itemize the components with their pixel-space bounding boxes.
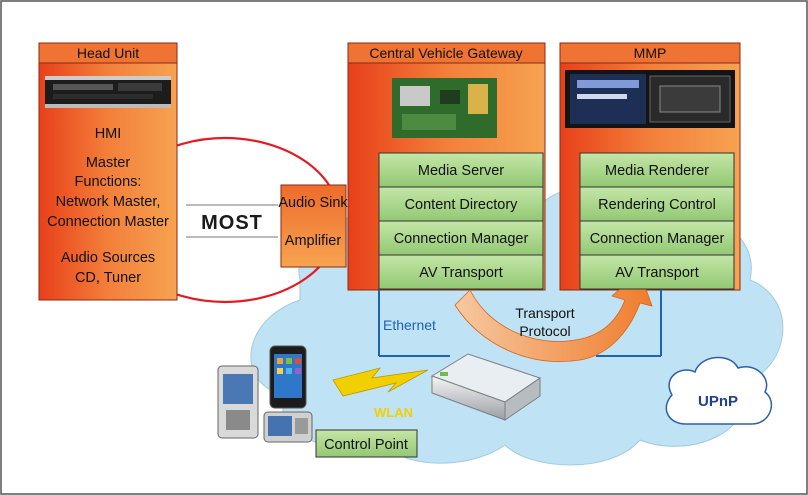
iphone <box>269 345 307 409</box>
wlan-label: WLAN <box>374 405 413 420</box>
audio-sink-label: Audio Sink <box>278 195 348 211</box>
transport-label-line2: Protocol <box>519 323 570 339</box>
nokia-phone-1 <box>217 365 259 439</box>
most-logo <box>186 204 278 238</box>
control-point-box <box>315 429 418 458</box>
head-unit-master-line1: Master <box>86 155 130 171</box>
gateway-service-label: AV Transport <box>419 265 503 281</box>
transport-label-line1: Transport <box>515 305 575 321</box>
mmp-service-box <box>579 152 735 188</box>
mmp-photo <box>565 70 735 128</box>
head-unit-master-line2: Functions: <box>75 174 142 190</box>
gateway-board-photo <box>392 78 497 138</box>
most-logo-text: MOST <box>201 212 263 234</box>
head-unit-master-line3: Network Master, <box>56 194 161 210</box>
mmp-service-label: Rendering Control <box>598 197 716 213</box>
wlan-bolt <box>332 367 429 397</box>
gateway-service-label: Media Server <box>418 163 504 179</box>
control-point-label: Control Point <box>324 437 408 453</box>
upnp-logo-text: UPnP <box>698 393 738 410</box>
gateway-service-box <box>378 220 544 256</box>
head-unit-audio-line1: Audio Sources <box>61 250 155 266</box>
head-unit-title: Head Unit <box>77 45 139 61</box>
gateway-service-box <box>378 186 544 222</box>
gateway-title: Central Vehicle Gateway <box>369 45 522 61</box>
phones <box>217 345 313 443</box>
audio-box <box>280 184 347 268</box>
head-unit-hmi: HMI <box>95 126 122 142</box>
transport-arrow <box>454 271 653 362</box>
router <box>430 353 542 421</box>
head-unit-audio-line2: CD, Tuner <box>75 270 141 286</box>
gateway-service-box <box>378 152 544 188</box>
mmp-service-label: Media Renderer <box>605 163 709 179</box>
head-unit-photo <box>45 76 171 108</box>
ethernet-label: Ethernet <box>383 317 436 333</box>
head-unit-master-line4: Connection Master <box>47 214 169 230</box>
upnp-cloud <box>665 356 773 425</box>
gateway-service-label: Content Directory <box>405 197 519 213</box>
mmp-service-label: AV Transport <box>615 265 699 281</box>
ethernet-link <box>378 290 662 357</box>
mmp-service-box <box>579 220 735 256</box>
head-unit <box>38 42 178 301</box>
mmp-service-box <box>579 254 735 290</box>
amplifier-label: Amplifier <box>285 233 342 249</box>
nokia-phone-2 <box>263 411 313 443</box>
mmp-title: MMP <box>634 45 667 61</box>
mmp-service-label: Connection Manager <box>590 231 725 247</box>
gateway-service-box <box>378 254 544 290</box>
gateway-service-label: Connection Manager <box>394 231 529 247</box>
